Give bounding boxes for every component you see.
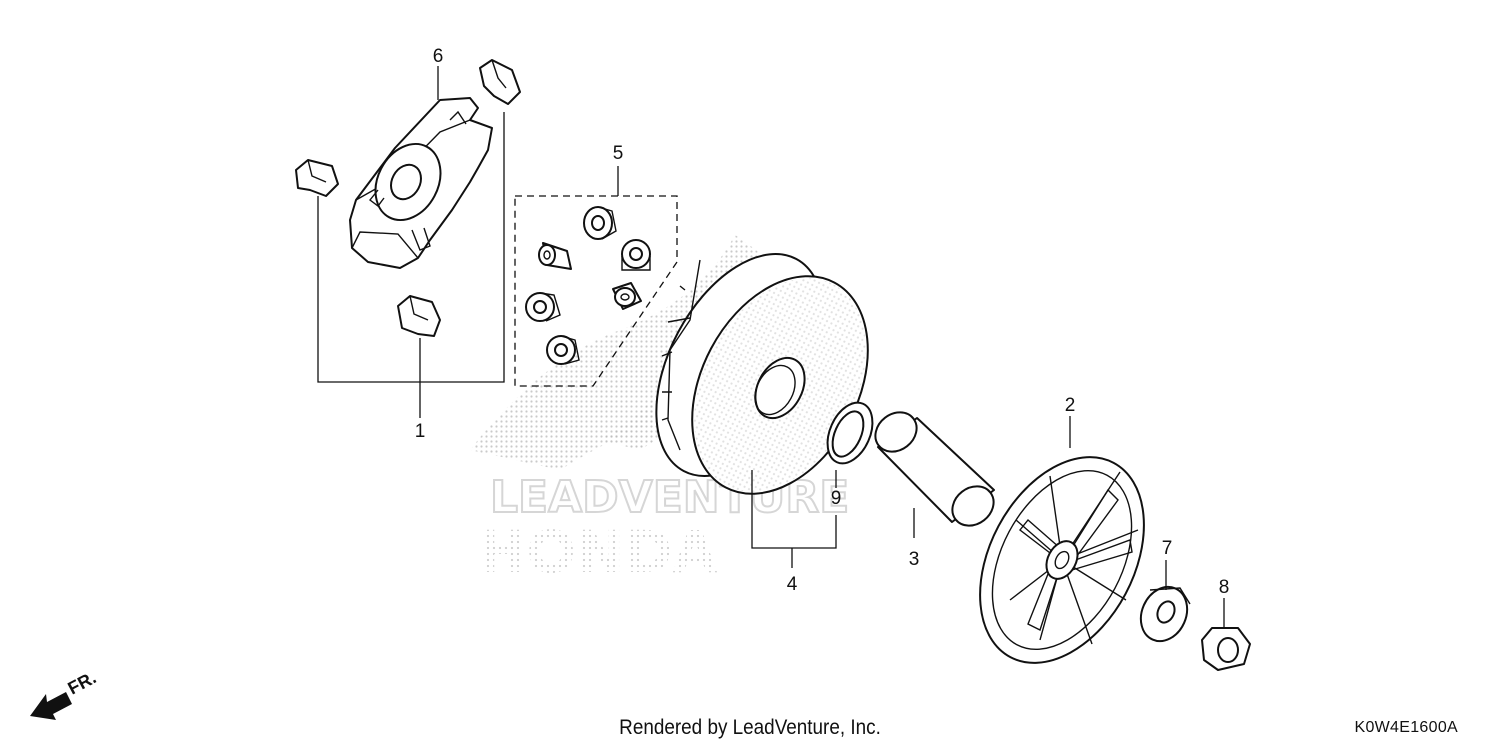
callout-5: 5 [613,143,624,164]
callout-6: 6 [433,46,444,67]
slider-piece-bottom [397,295,441,337]
callout-8: 8 [1219,577,1230,598]
callout-2: 2 [1065,395,1076,416]
part-5-weight-rollers [525,206,651,365]
slider-piece-top-right [479,59,521,105]
part-3-collar [874,411,995,527]
callout-3: 3 [909,549,920,570]
diagram-code: K0W4E1600A [1354,719,1458,736]
direction-label: FR. [64,667,99,698]
callout-1: 1 [415,421,426,442]
part-9-seal [826,401,874,465]
part-8-nut [1201,627,1251,671]
callout-9: 9 [831,488,842,509]
callout-4: 4 [787,574,798,595]
watermark-line2: HONDA [478,518,718,586]
slider-piece-left [295,159,339,197]
part-2-drive-fan-face [979,456,1145,664]
part-4-drive-face [655,253,869,495]
part-7-washer [1139,585,1191,643]
callout-7: 7 [1162,538,1173,559]
front-direction-arrow: FR. [30,667,99,720]
part-6-ramp-plate [349,97,493,269]
rendered-by-credit: Rendered by LeadVenture, Inc. [619,716,881,739]
